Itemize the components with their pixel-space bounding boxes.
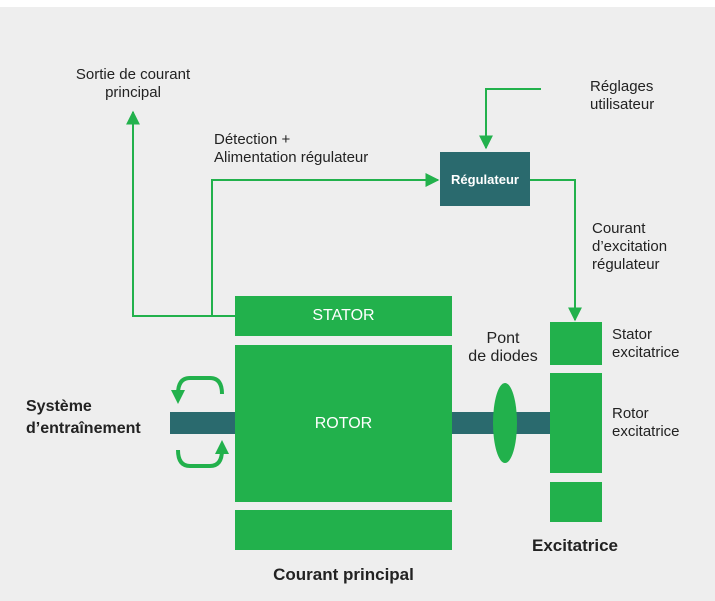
stator-excitatrice-bottom-block	[550, 482, 602, 522]
regulateur-block: Régulateur	[440, 152, 530, 206]
rotor-block: ROTOR	[235, 345, 452, 502]
shaft-left	[170, 412, 238, 434]
diode-bridge	[493, 383, 517, 463]
rotor-excitatrice-block	[550, 373, 602, 473]
label-detection: Détection +Alimentation régulateur	[214, 131, 369, 166]
wire-sortie-courant	[126, 110, 235, 317]
wire-courant-excitation	[530, 179, 582, 322]
label-excitatrice: Excitatrice	[532, 536, 618, 555]
stator-block: STATOR	[235, 296, 452, 336]
stator-excitatrice-block	[550, 322, 602, 365]
label-courant-principal: Courant principal	[273, 565, 414, 584]
rotation-arrowheads	[171, 390, 229, 454]
wire-detection	[211, 173, 440, 316]
wire-reglages	[479, 88, 541, 150]
stator-bottom-block	[235, 510, 452, 550]
rotation-arrows-icon	[176, 376, 224, 468]
